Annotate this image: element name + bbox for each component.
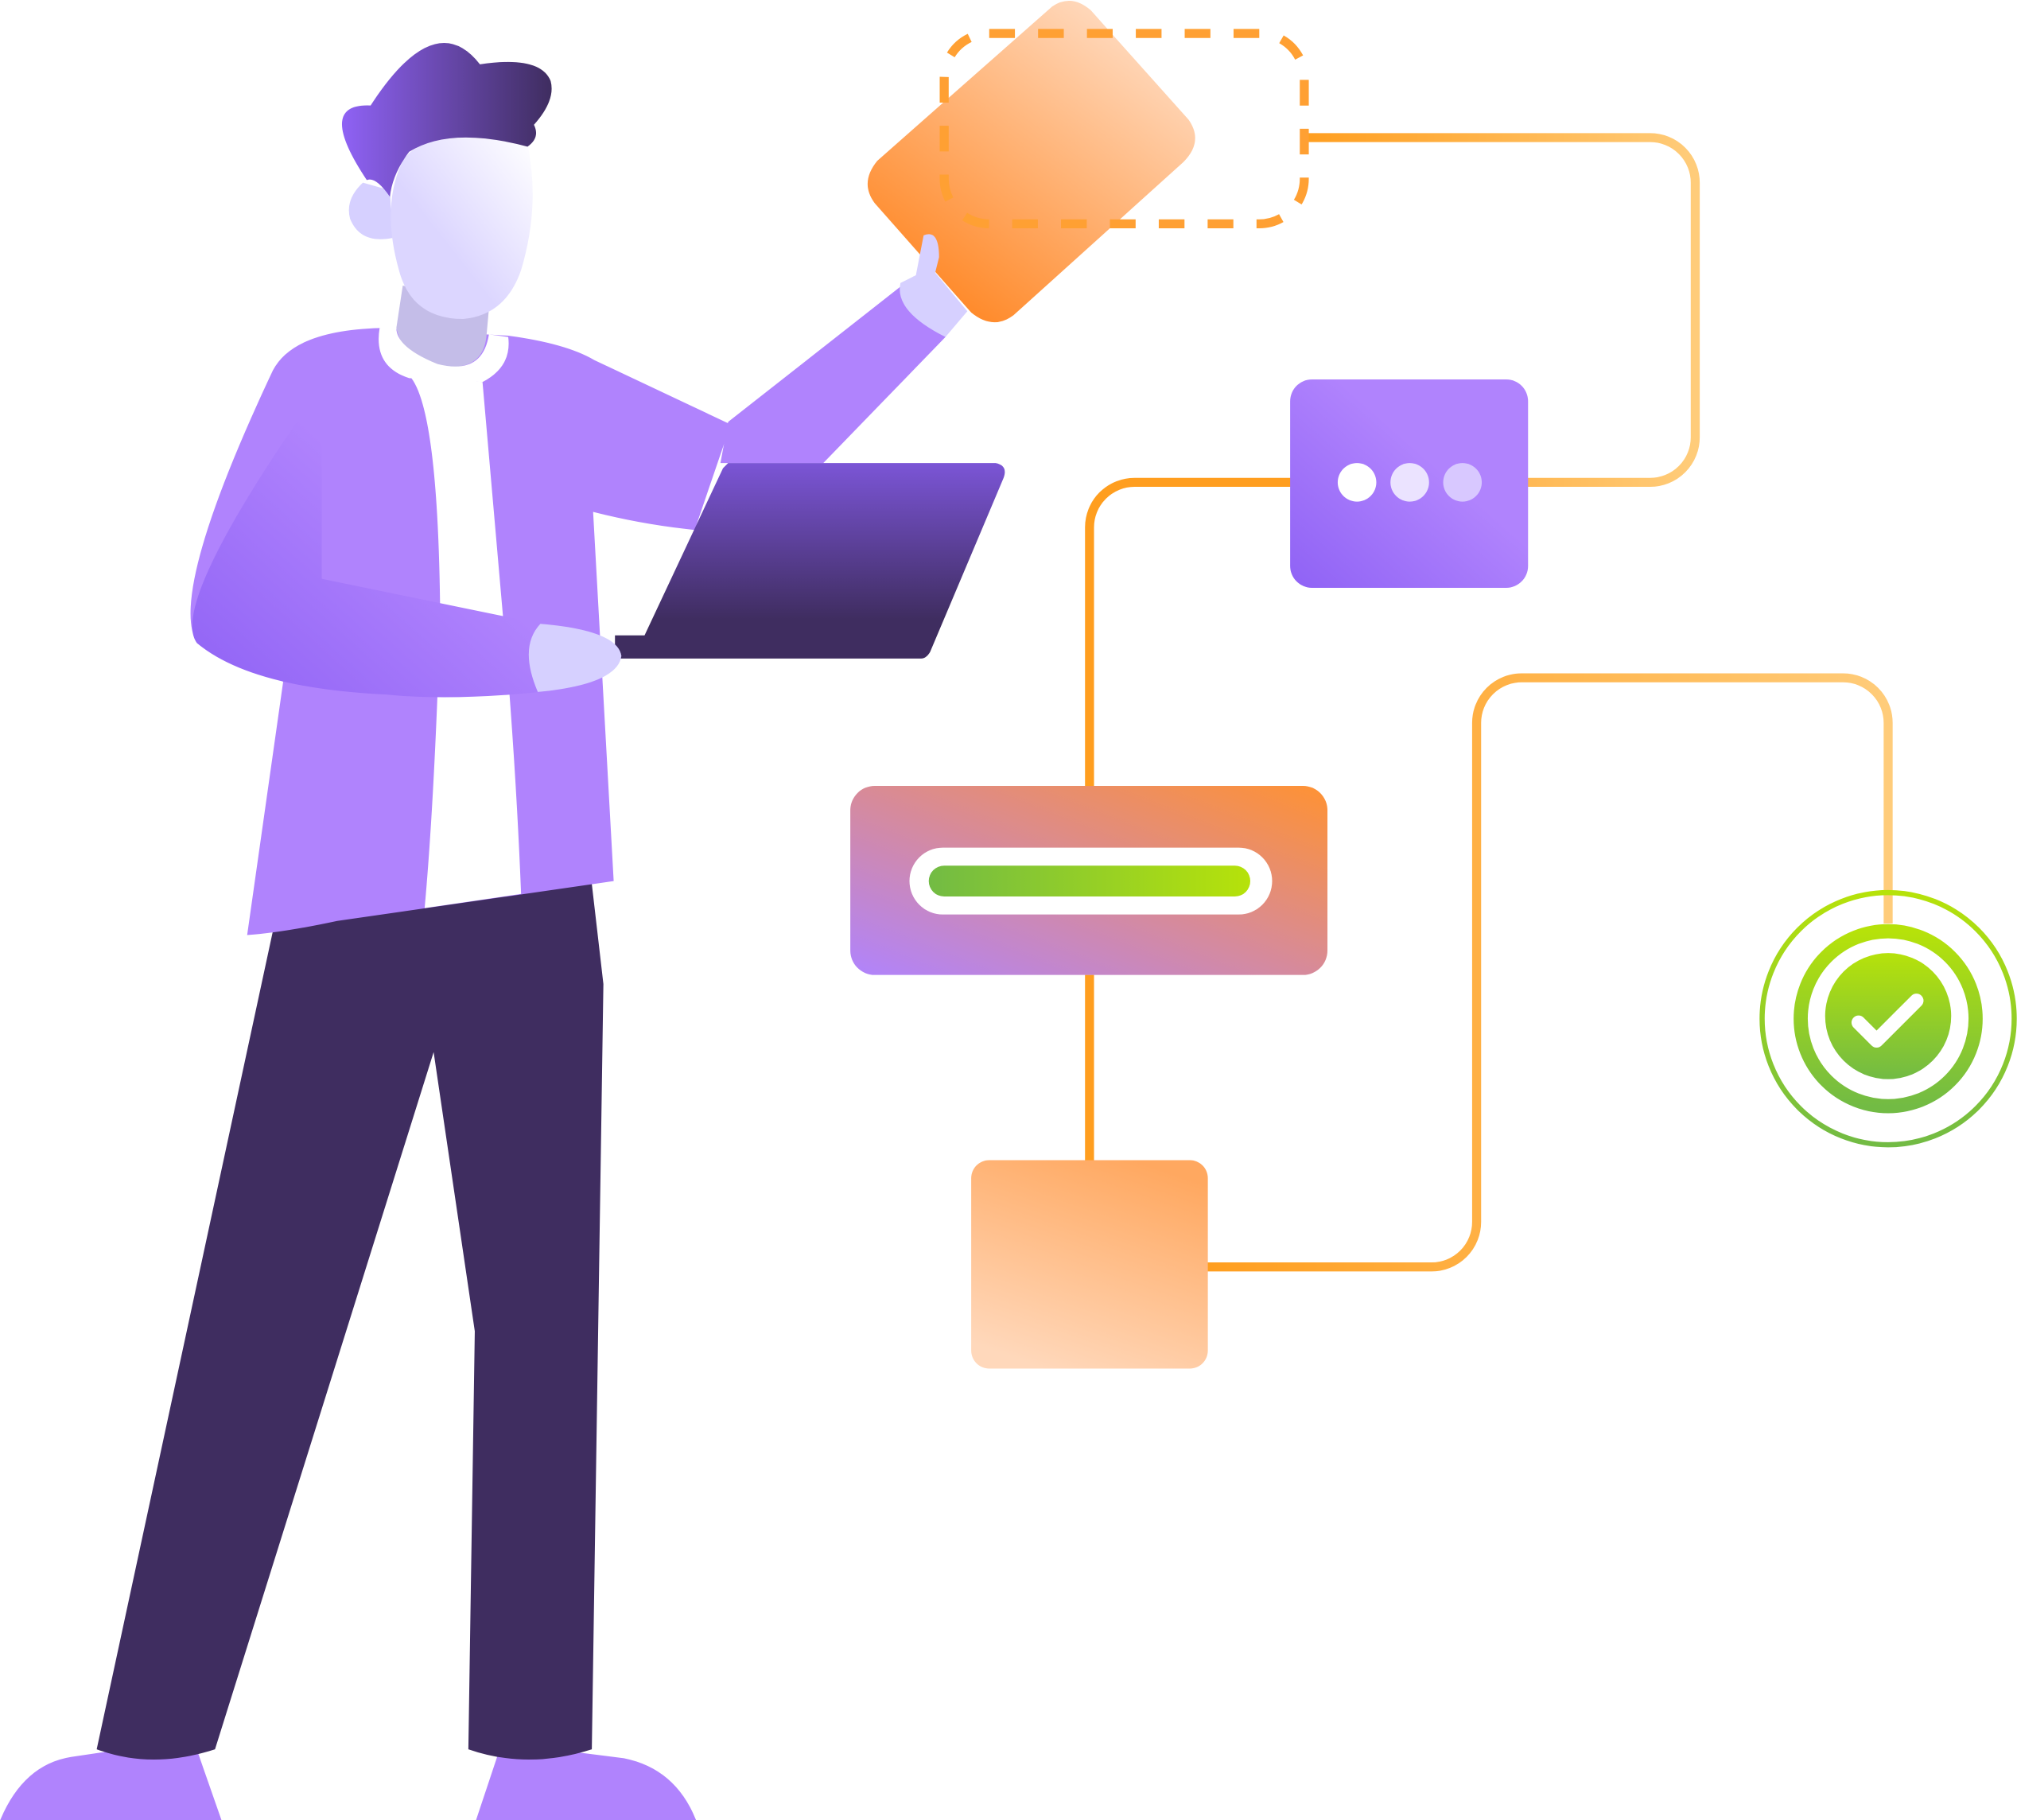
connector-lines [1085, 133, 1893, 1272]
check-badge [1759, 889, 2017, 1148]
check-icon [1851, 994, 1924, 1048]
laptop [615, 463, 1005, 659]
connector-dots-to-progress [1085, 477, 1293, 788]
connector-diamond-to-dots [1303, 133, 1700, 488]
shoe-right [476, 1742, 697, 1820]
progress-card [850, 785, 1328, 975]
hand-raised [900, 234, 968, 337]
diamond-card [867, 1, 1309, 323]
shoe-left [0, 1739, 222, 1820]
lower-arm [192, 386, 541, 698]
dot-icon [1443, 463, 1483, 502]
ear [348, 182, 393, 239]
plain-card [971, 1160, 1208, 1369]
dashed-selection-outline [939, 29, 1309, 229]
hair [341, 43, 552, 197]
progress-fill [928, 865, 1250, 897]
pants [96, 861, 604, 1760]
raised-arm [720, 276, 946, 464]
dots-card [1290, 379, 1529, 588]
connector-box-to-check [1207, 673, 1893, 1272]
face [391, 138, 533, 320]
shirt [409, 375, 522, 908]
hand-lower [528, 624, 622, 692]
collar [379, 328, 509, 383]
dot-icon [1337, 463, 1377, 502]
person-with-laptop [0, 43, 1005, 1820]
dot-icon [1390, 463, 1429, 502]
